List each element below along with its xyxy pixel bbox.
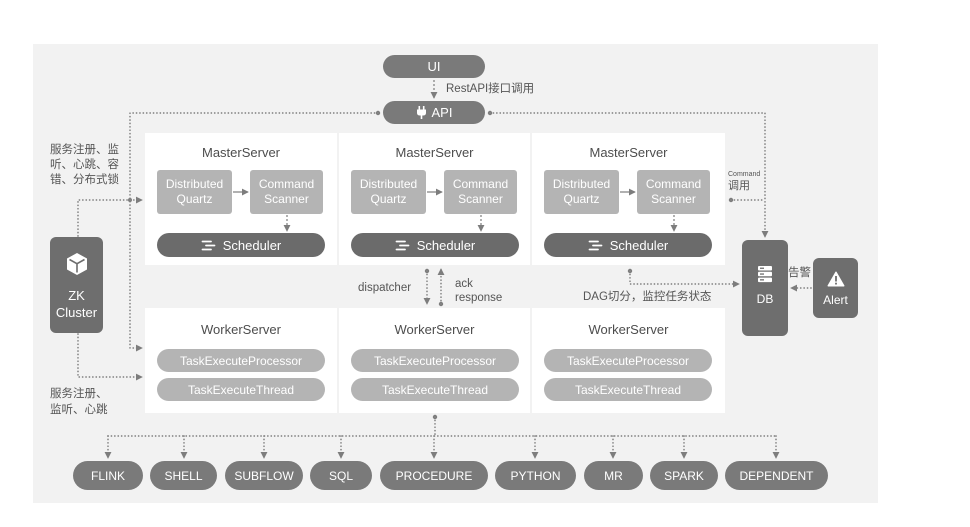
task-execute-thread: TaskExecuteThread bbox=[157, 378, 325, 401]
scheduler-pill: Scheduler bbox=[157, 233, 325, 257]
task-type-subflow: SUBFLOW bbox=[225, 461, 303, 490]
task-type-mr: MR bbox=[584, 461, 643, 490]
command-scanner-block: Command Scanner bbox=[637, 170, 710, 214]
worker-server-title: WorkerServer bbox=[201, 322, 281, 337]
task-execute-thread: TaskExecuteThread bbox=[544, 378, 712, 401]
warning-icon bbox=[827, 271, 845, 287]
task-type-spark: SPARK bbox=[650, 461, 718, 490]
alert-label: Alert bbox=[823, 293, 848, 307]
command-scanner-block: Command Scanner bbox=[444, 170, 517, 214]
list-icon bbox=[588, 240, 603, 251]
zk-cluster-label: ZK Cluster bbox=[55, 288, 98, 320]
distributed-quartz-block: Distributed Quartz bbox=[544, 170, 619, 214]
list-icon bbox=[201, 240, 216, 251]
list-icon bbox=[395, 240, 410, 251]
task-type-sql: SQL bbox=[310, 461, 372, 490]
dispatcher-label: dispatcher bbox=[358, 282, 412, 294]
dag-split-label: DAG切分，监控任务状态 bbox=[583, 291, 712, 303]
ui-label: UI bbox=[427, 59, 441, 74]
db-box: DB bbox=[742, 240, 788, 336]
scheduler-label: Scheduler bbox=[609, 237, 669, 253]
master-server: MasterServer Distributed Quartz Command … bbox=[532, 133, 725, 265]
worker-server: WorkerServer TaskExecuteProcessor TaskEx… bbox=[339, 308, 530, 413]
task-type-python: PYTHON bbox=[495, 461, 576, 490]
api-pill: API bbox=[383, 101, 485, 124]
database-icon bbox=[757, 265, 773, 283]
ui-pill: UI bbox=[383, 55, 485, 78]
task-type-flink: FLINK bbox=[73, 461, 143, 490]
alert-box: Alert bbox=[813, 258, 858, 318]
scheduler-label: Scheduler bbox=[416, 237, 476, 253]
master-server: MasterServer Distributed Quartz Command … bbox=[145, 133, 337, 265]
command-call-label: 调用 bbox=[728, 180, 750, 192]
ack-response-label: ack response bbox=[455, 278, 503, 304]
db-label: DB bbox=[756, 292, 774, 306]
task-type-procedure: PROCEDURE bbox=[380, 461, 488, 490]
task-execute-processor: TaskExecuteProcessor bbox=[351, 349, 519, 372]
master-server: MasterServer Distributed Quartz Command … bbox=[339, 133, 530, 265]
worker-server-title: WorkerServer bbox=[588, 322, 669, 337]
worker-server: WorkerServer TaskExecuteProcessor TaskEx… bbox=[532, 308, 725, 413]
rest-api-note: RestAPI接口调用 bbox=[446, 83, 535, 95]
distributed-quartz-block: Distributed Quartz bbox=[351, 170, 426, 214]
master-server-title: MasterServer bbox=[589, 145, 668, 160]
task-execute-thread: TaskExecuteThread bbox=[351, 378, 519, 401]
task-type-shell: SHELL bbox=[150, 461, 217, 490]
alert-note: 告警 bbox=[788, 267, 811, 279]
scheduler-pill: Scheduler bbox=[544, 233, 712, 257]
task-execute-processor: TaskExecuteProcessor bbox=[544, 349, 712, 372]
command-scanner-block: Command Scanner bbox=[250, 170, 323, 214]
command-label: Command bbox=[728, 171, 761, 178]
plug-icon bbox=[416, 106, 427, 119]
cube-icon bbox=[66, 252, 88, 276]
scheduler-label: Scheduler bbox=[222, 237, 282, 253]
scheduler-pill: Scheduler bbox=[351, 233, 519, 257]
worker-server: WorkerServer TaskExecuteProcessor TaskEx… bbox=[145, 308, 337, 413]
api-label: API bbox=[431, 105, 453, 120]
worker-server-title: WorkerServer bbox=[394, 322, 475, 337]
task-type-dependent: DEPENDENT bbox=[725, 461, 828, 490]
task-execute-processor: TaskExecuteProcessor bbox=[157, 349, 325, 372]
zk-heartbeat-note: 服务注册、 监听、心跳 bbox=[50, 388, 108, 416]
master-server-title: MasterServer bbox=[395, 145, 474, 160]
zk-register-note: 服务注册、监 听、心跳、容 错、分布式锁 bbox=[50, 144, 119, 186]
zk-cluster-box: ZK Cluster bbox=[50, 237, 103, 333]
distributed-quartz-block: Distributed Quartz bbox=[157, 170, 232, 214]
master-server-title: MasterServer bbox=[201, 145, 281, 160]
